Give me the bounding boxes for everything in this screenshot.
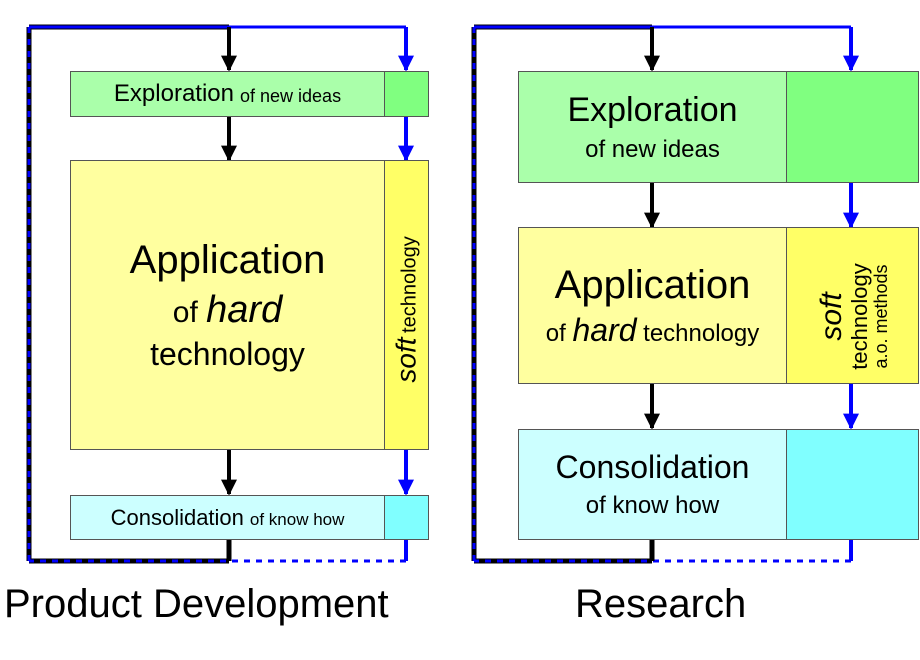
research-caption: Research (575, 582, 747, 626)
product-consolidation-title: Consolidation (110, 504, 244, 530)
product-exploration-soft-box (384, 71, 429, 117)
research-application-box: Application of hard technology (518, 227, 787, 384)
research-exploration-subtitle: of new ideas (585, 135, 720, 163)
research-exploration-box: Exploration of new ideas (518, 71, 787, 183)
research-consolidation-soft-box (786, 429, 919, 540)
research-soft-technology: technology (847, 263, 873, 370)
product-loop (26, 24, 414, 564)
product-exploration-box: Exploration of new ideas (70, 71, 385, 117)
product-exploration-title: Exploration (113, 80, 234, 108)
product-consolidation-soft-box (384, 495, 429, 540)
product-soft-word: soft (390, 337, 422, 383)
research-application-of: of (545, 320, 566, 348)
product-application-hard: hard (206, 288, 283, 331)
research-consolidation-box: Consolidation of know how (518, 429, 787, 540)
research-soft-word: soft (815, 292, 849, 341)
product-consolidation-subtitle: of know how (249, 509, 345, 529)
research-application-title: Application (554, 263, 751, 308)
product-application-box: Application of hard technology (70, 160, 385, 450)
research-soft-box: soft technology a.o. methods (786, 227, 919, 384)
research-application-technology: technology (643, 320, 760, 348)
research-consolidation-title: Consolidation (555, 449, 750, 486)
product-application-title: Application (129, 237, 326, 282)
product-soft-technology: technology (398, 236, 421, 333)
product-application-technology: technology (150, 336, 305, 373)
research-exploration-title: Exploration (567, 90, 738, 129)
product-soft-box: soft technology (384, 160, 429, 450)
research-application-hard: hard (572, 312, 637, 349)
research-loop (471, 24, 859, 564)
product-consolidation-box: Consolidation of know how (70, 495, 385, 540)
product-application-of: of (172, 295, 198, 329)
research-exploration-soft-box (786, 71, 919, 183)
research-soft-label: soft technology a.o. methods (815, 238, 892, 395)
research-consolidation-subtitle: of know how (585, 492, 720, 520)
product-development-caption: Product Development (4, 582, 389, 626)
product-exploration-subtitle: of new ideas (240, 85, 342, 106)
research-soft-methods: a.o. methods (871, 264, 892, 369)
product-soft-label: soft technology (390, 164, 423, 454)
